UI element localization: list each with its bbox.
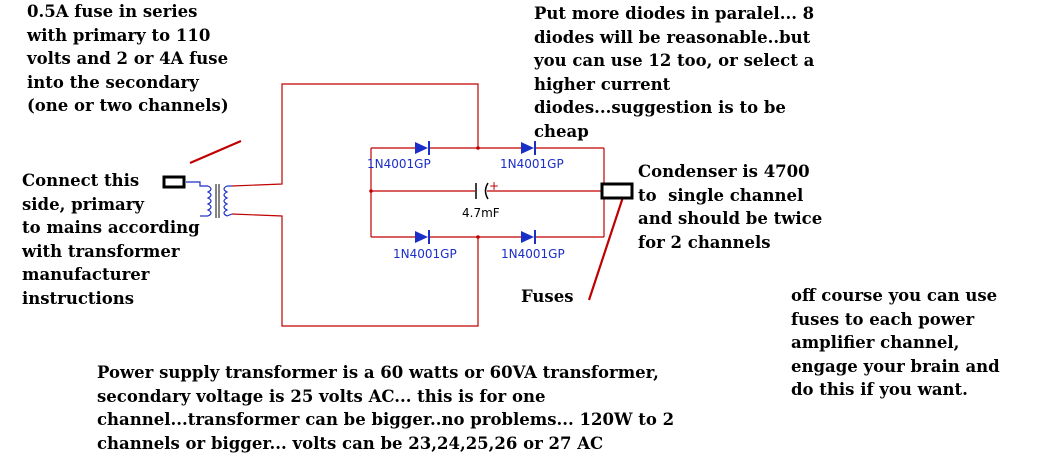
capacitor-symbol xyxy=(475,182,489,200)
diode-bottom-left xyxy=(415,230,430,244)
diode-label-top-left: 1N4001GP xyxy=(367,157,431,171)
fuses-pointer-line xyxy=(587,193,626,301)
diode-label-bottom-right: 1N4001GP xyxy=(501,247,565,261)
note-diodes-parallel: Put more diodes in paralel... 8 diodes w… xyxy=(534,4,815,141)
secondary-fuse xyxy=(600,182,634,200)
wire-bottom-loop xyxy=(231,213,479,327)
capacitor-polarity: + xyxy=(489,179,499,193)
note-power-supply: Power supply transformer is a 60 watts o… xyxy=(97,363,675,453)
diode-top-right xyxy=(521,141,536,155)
wire-top-loop xyxy=(231,83,479,187)
note-fuses: Fuses xyxy=(521,287,574,306)
diode-top-left xyxy=(415,141,430,155)
diode-label-top-right: 1N4001GP xyxy=(500,157,564,171)
note-connect-side: Connect this side, primary to mains acco… xyxy=(22,171,200,308)
note-off-course: off course you can use fuses to each pow… xyxy=(791,286,1000,399)
diode-bottom-right xyxy=(521,230,536,244)
diode-label-bottom-left: 1N4001GP xyxy=(393,247,457,261)
primary-fuse xyxy=(162,175,186,189)
transformer-symbol xyxy=(186,181,233,218)
note-fuse-primary: 0.5A fuse in series with primary to 110 … xyxy=(27,2,229,115)
note-condenser: Condenser is 4700 to single channel and … xyxy=(638,162,823,252)
wires xyxy=(189,83,626,327)
capacitor-label: 4.7mF xyxy=(462,206,500,220)
fuse-pointer-line xyxy=(189,139,242,165)
